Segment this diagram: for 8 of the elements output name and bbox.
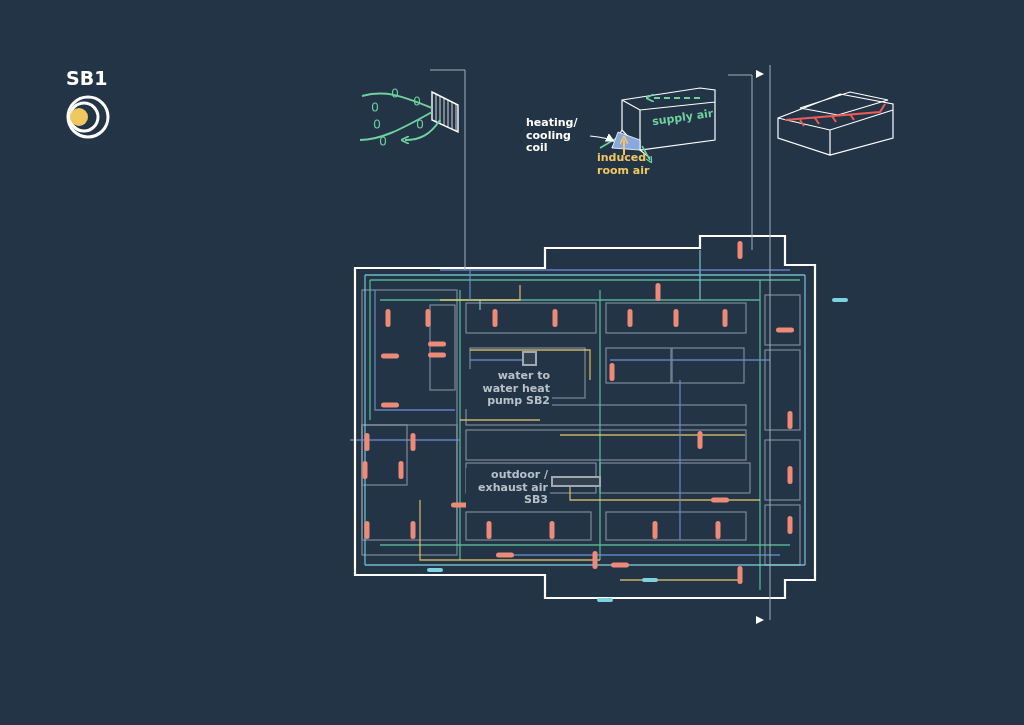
coil-drawing xyxy=(611,131,641,151)
equipment-label: outdoor / exhaust air SB3 xyxy=(466,468,550,508)
component-label: heating/ cooling coil xyxy=(526,117,588,155)
flow-label: induced room air xyxy=(597,152,651,178)
leader-line xyxy=(589,133,615,142)
system-code: SB1 xyxy=(66,68,108,90)
equipment-label: water to water heat pump SB2 xyxy=(462,369,552,409)
flow-label: supply air xyxy=(651,107,715,129)
